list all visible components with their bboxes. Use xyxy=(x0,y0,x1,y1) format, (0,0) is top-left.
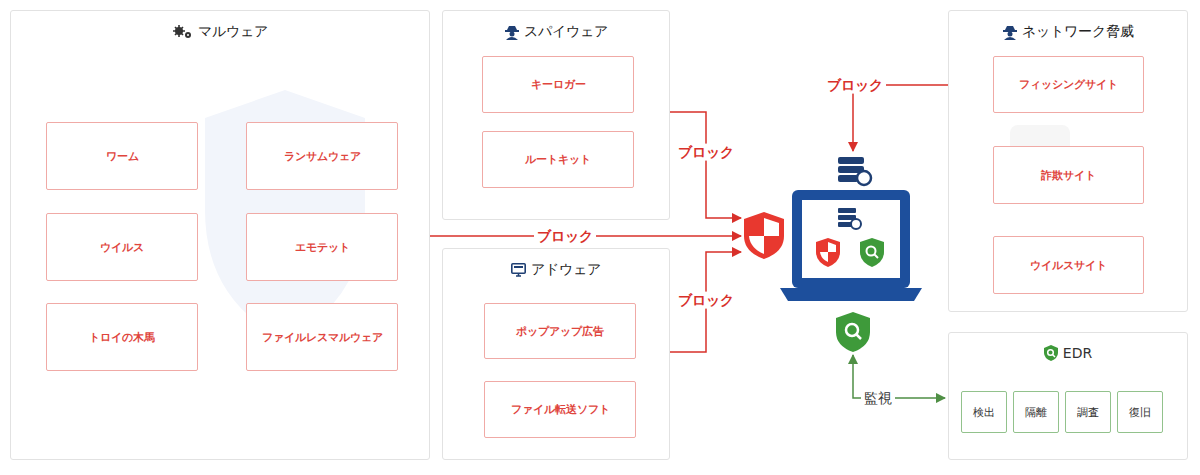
threat-box: ルートキット xyxy=(482,131,634,188)
panel-heading: マルウェア xyxy=(11,23,429,41)
edr-step-box: 調査 xyxy=(1065,391,1111,433)
threat-box: フィッシングサイト xyxy=(993,56,1144,113)
threat-box: ウイルスサイト xyxy=(993,236,1144,294)
threat-box: トロイの木馬 xyxy=(46,303,198,371)
block-arrow xyxy=(670,112,741,218)
block-label: ブロック xyxy=(675,144,737,161)
box-label: 調査 xyxy=(1077,405,1099,420)
box-label: ウイルス xyxy=(100,240,144,255)
box-label: ファイルレスマルウェア xyxy=(262,330,383,345)
edr-step-box: 隔離 xyxy=(1013,391,1059,433)
box-label: 詐欺サイト xyxy=(1041,168,1096,183)
heading-icon xyxy=(173,25,193,39)
edr-step-box: 復旧 xyxy=(1117,391,1163,433)
category-panel: ネットワーク脅威フィッシングサイト詐欺サイトウイルスサイト xyxy=(948,10,1188,312)
laptop xyxy=(780,190,922,301)
block-label: ブロック xyxy=(534,228,596,245)
box-label: ワーム xyxy=(106,149,139,164)
heading-icon xyxy=(1044,345,1058,361)
box-label: キーロガー xyxy=(531,77,586,92)
heading-icon xyxy=(1003,25,1017,40)
category-panel: マルウェアワーム ランサムウェアウイルス エモテットトロイの木馬 ファイルレスマルウェ… xyxy=(10,10,430,460)
block-label: ブロック xyxy=(675,292,737,309)
panel-title: マルウェア xyxy=(198,23,268,41)
panel-heading: スパイウェア xyxy=(443,23,669,41)
panel-title: スパイウェア xyxy=(524,23,608,41)
server-icon xyxy=(838,157,871,185)
box-label: ポップアップ広告 xyxy=(516,324,604,339)
monitor-label: 監視 xyxy=(861,390,895,407)
block-arrow xyxy=(670,252,741,352)
box-label: 検出 xyxy=(973,405,995,420)
box-label: ルートキット xyxy=(525,152,591,167)
security-shield xyxy=(744,212,784,259)
panel-title: ネットワーク脅威 xyxy=(1022,23,1134,41)
box-label: エモテット xyxy=(295,240,350,255)
threat-box: エモテット xyxy=(246,213,398,281)
threat-box: ランサムウェア xyxy=(246,122,398,190)
box-label: 復旧 xyxy=(1129,405,1151,420)
category-panel: EDR 検出 隔離 調査 復旧 xyxy=(948,332,1188,460)
category-panel: スパイウェアキーロガールートキット xyxy=(442,10,670,220)
threat-box: ファイル転送ソフト xyxy=(484,381,636,438)
box-label: フィッシングサイト xyxy=(1019,77,1118,92)
block-label: ブロック xyxy=(824,77,886,94)
block-arrow xyxy=(853,85,948,151)
panel-title: EDR xyxy=(1063,345,1092,361)
box-label: ファイル転送ソフト xyxy=(511,402,610,417)
panel-title: アドウェア xyxy=(531,261,601,279)
threat-box: キーロガー xyxy=(482,56,634,113)
threat-box: ワーム xyxy=(46,122,198,190)
panel-heading: アドウェア xyxy=(443,261,669,279)
threat-box: ウイルス xyxy=(46,213,198,281)
category-panel: アドウェアポップアップ広告ファイル転送ソフト xyxy=(442,248,670,460)
threat-box: 詐欺サイト xyxy=(993,146,1144,204)
panel-heading: ネットワーク脅威 xyxy=(949,23,1187,41)
panel-heading: EDR xyxy=(949,345,1187,361)
edr-shield xyxy=(836,312,870,352)
threat-box: ファイルレスマルウェア xyxy=(246,303,398,371)
box-label: ウイルスサイト xyxy=(1030,258,1107,273)
box-label: ランサムウェア xyxy=(284,149,361,164)
threat-box: ポップアップ広告 xyxy=(484,303,636,359)
edr-step-box: 検出 xyxy=(961,391,1007,433)
heading-icon xyxy=(511,263,526,277)
box-label: 隔離 xyxy=(1025,405,1047,420)
box-label: トロイの木馬 xyxy=(89,330,155,345)
heading-icon xyxy=(505,25,519,40)
